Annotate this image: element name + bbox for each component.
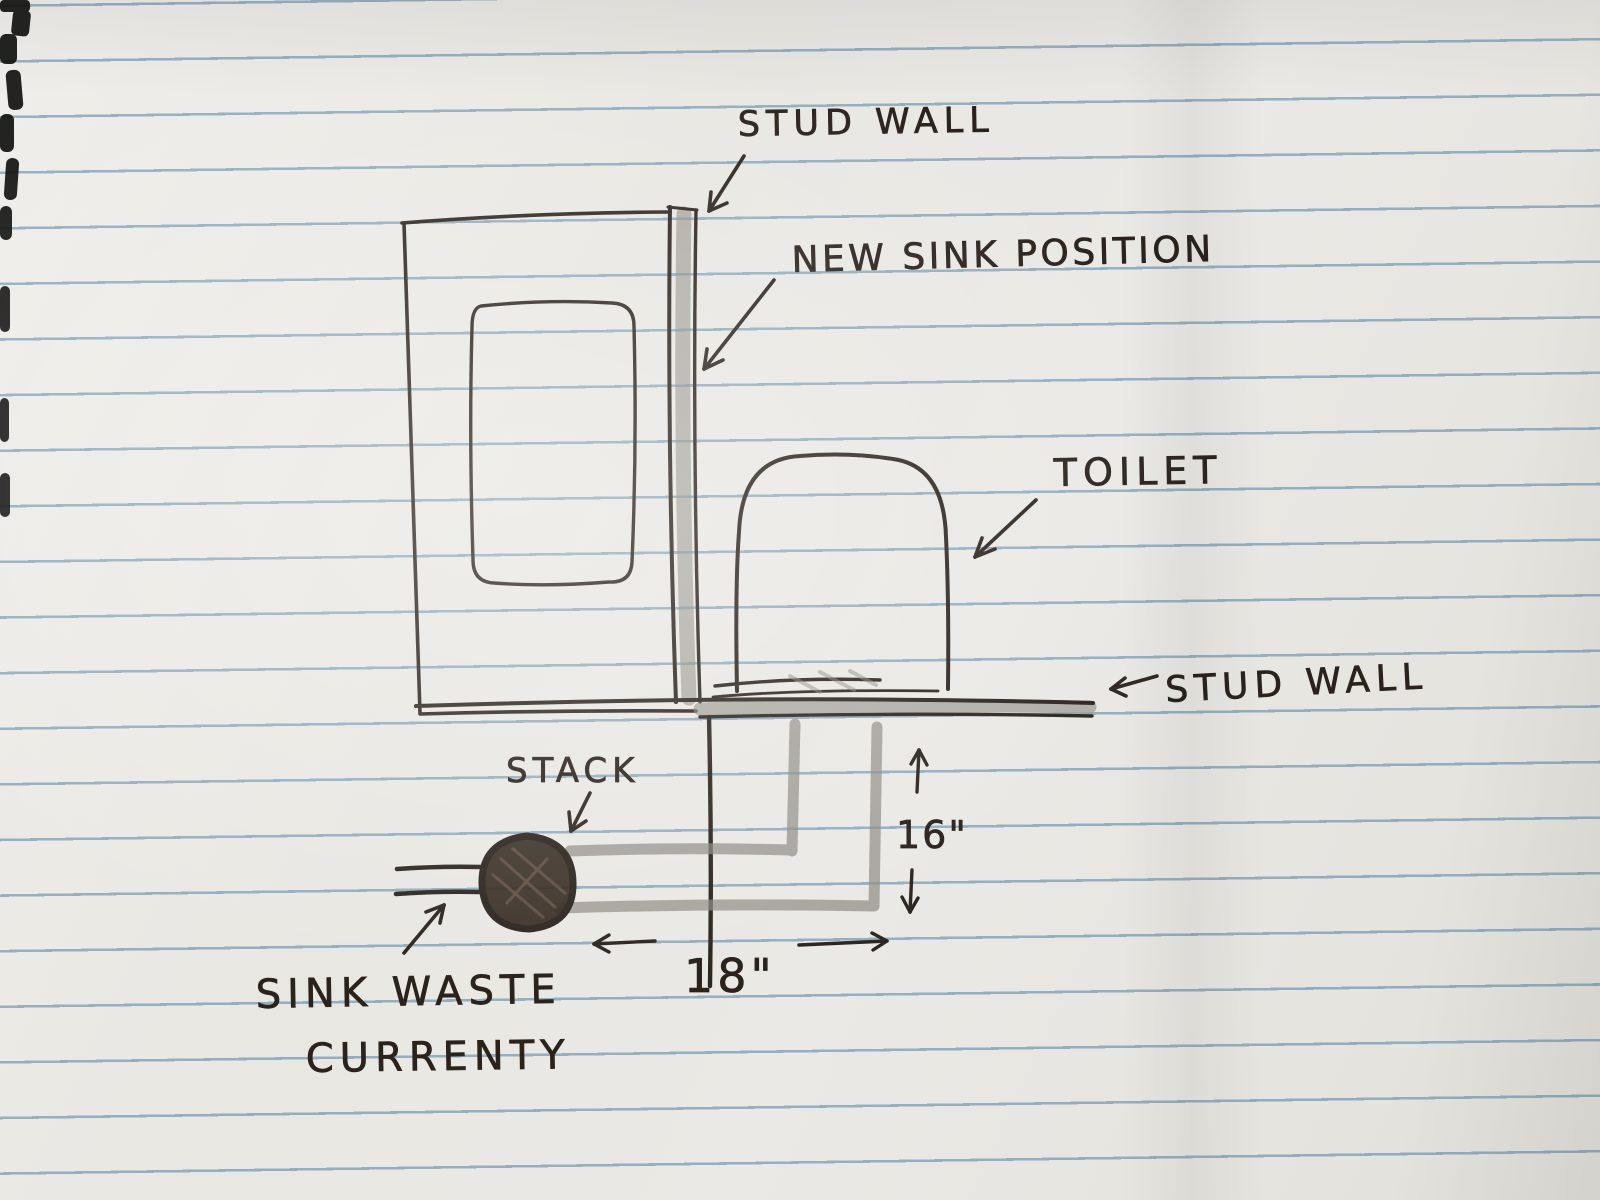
label-stud-wall-top: STUD WALL xyxy=(737,101,995,145)
label-toilet: TOILET xyxy=(1052,448,1222,495)
stack-circle xyxy=(478,832,577,933)
label-sink-waste: SINK WASTE xyxy=(255,967,562,1018)
label-currently: CURRENTY xyxy=(305,1032,570,1082)
label-dim-16: 16" xyxy=(896,813,968,857)
dimension-arrows xyxy=(592,748,929,954)
label-stack: STACK xyxy=(506,751,639,791)
annotation-arrows xyxy=(402,154,1159,955)
label-dim-18: 18" xyxy=(684,949,776,1003)
label-new-sink-position: NEW SINK POSITION xyxy=(791,229,1215,281)
labels: STUD WALL NEW SINK POSITION TOILET STUD … xyxy=(255,100,1429,1082)
stud-wall-vertical xyxy=(666,205,702,706)
waste-pipes xyxy=(552,718,883,914)
stud-wall-horizontal xyxy=(414,697,1097,719)
binding-marks xyxy=(0,0,31,517)
sink-waste-pipes xyxy=(393,864,485,897)
toilet-shape xyxy=(711,452,951,699)
room-outline xyxy=(400,210,698,716)
fixture-rect xyxy=(469,299,637,587)
label-stud-wall-right: STUD WALL xyxy=(1164,656,1429,711)
